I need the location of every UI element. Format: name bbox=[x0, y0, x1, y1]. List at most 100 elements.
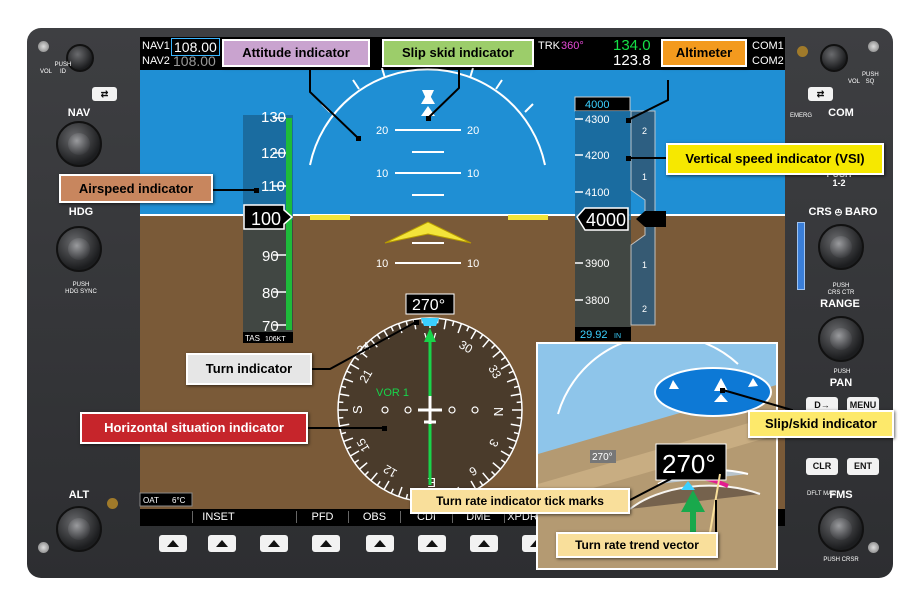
compass-label: S bbox=[350, 405, 365, 414]
compass-tick bbox=[346, 446, 352, 450]
heading-bug-icon bbox=[421, 318, 439, 326]
bank-tick bbox=[524, 103, 534, 113]
screw-icon bbox=[38, 41, 49, 52]
ent-button[interactable]: ENT bbox=[847, 458, 879, 475]
direct-to-button[interactable]: D→ bbox=[806, 397, 838, 414]
aircraft-symbol-icon bbox=[384, 221, 472, 244]
compass-label: 33 bbox=[485, 363, 504, 382]
compass-label: 15 bbox=[354, 436, 373, 455]
vol-label: VOL bbox=[40, 69, 53, 75]
compass-tick bbox=[390, 488, 394, 494]
callout-turn-rate-ticks: Turn rate indicator tick marks bbox=[410, 488, 630, 514]
compass-tick bbox=[513, 431, 520, 435]
callout-turn-rate-trend: Turn rate trend vector bbox=[556, 532, 718, 558]
airspeed-green-arc bbox=[286, 118, 292, 330]
compass-tick bbox=[376, 334, 381, 340]
heading-box bbox=[405, 293, 455, 315]
baro-unit: IN bbox=[614, 333, 621, 340]
softkey-button-7[interactable] bbox=[470, 535, 498, 552]
fms-label: FMS bbox=[829, 489, 853, 501]
compass-tick bbox=[339, 423, 350, 427]
softkey-button-2[interactable] bbox=[208, 535, 236, 552]
softkey-labels: INSET PFD OBS CDI DME XPDR bbox=[140, 509, 540, 526]
compass-tick bbox=[490, 470, 496, 476]
inset-bank-pointer-icon bbox=[714, 378, 728, 391]
com2-label: COM2 bbox=[752, 55, 784, 67]
alt-knob[interactable] bbox=[56, 506, 102, 552]
compass-tick bbox=[500, 459, 506, 464]
pitch-label: 10 bbox=[376, 258, 388, 270]
vsi-scale bbox=[630, 110, 656, 326]
inset-heading-small: 270° bbox=[592, 452, 613, 463]
softkey-button-6[interactable] bbox=[418, 535, 446, 552]
dflt-map-label: DFLT MAP bbox=[807, 491, 837, 497]
inset-heading-large: 270° bbox=[662, 449, 716, 479]
oat-value: 6°C bbox=[172, 496, 186, 505]
baro-slider[interactable] bbox=[797, 222, 805, 290]
pan-label: PAN bbox=[829, 377, 853, 389]
softkey-label-7: DME bbox=[452, 511, 504, 523]
hdg-label: HDG bbox=[68, 206, 94, 218]
softkey-button-4[interactable] bbox=[312, 535, 340, 552]
push-sq-label: PUSH SQ bbox=[862, 72, 879, 85]
compass-tick bbox=[443, 319, 447, 330]
nav2-label: NAV2 bbox=[142, 55, 170, 67]
range-knob[interactable] bbox=[818, 316, 864, 362]
nav1-frequency[interactable]: 108.00 bbox=[171, 38, 220, 56]
push-crs-ctr-label: PUSH CRS CTR bbox=[827, 283, 855, 296]
compass-tick bbox=[397, 323, 403, 334]
softkey-button-3[interactable] bbox=[260, 535, 288, 552]
hdg-sync-label: PUSH HDG SYNC bbox=[65, 282, 97, 295]
compass-tick bbox=[508, 446, 514, 450]
tas-box bbox=[243, 332, 293, 343]
trk-value: 360° bbox=[561, 40, 584, 52]
airspeed-current: 100 bbox=[251, 209, 281, 229]
airspeed-tick: 80 bbox=[262, 285, 279, 302]
altitude-tick: 4200 bbox=[585, 150, 609, 162]
vol-sq-knob[interactable] bbox=[820, 44, 848, 72]
compass-tick bbox=[451, 320, 455, 327]
altitude-tick: 3900 bbox=[585, 258, 609, 270]
compass-label: 12 bbox=[381, 462, 400, 481]
nav-swap-button[interactable]: ⇄ bbox=[92, 87, 117, 101]
compass-tick bbox=[364, 470, 370, 476]
vsi-tick: 1 bbox=[642, 260, 647, 270]
compass-tick bbox=[359, 462, 368, 470]
tas-value: 106KT bbox=[265, 336, 286, 343]
vol-id-knob[interactable] bbox=[66, 44, 94, 72]
compass-tick bbox=[339, 393, 350, 397]
softkey-label-4: PFD bbox=[296, 511, 348, 523]
compass-tick bbox=[354, 356, 360, 361]
inset-heading-large-box bbox=[655, 443, 727, 481]
baro-box bbox=[575, 327, 631, 341]
com-swap-button[interactable]: ⇄ bbox=[808, 87, 833, 101]
compass-tick bbox=[482, 339, 490, 348]
softkey-button-5[interactable] bbox=[366, 535, 394, 552]
softkey-label-8: XPDR bbox=[504, 511, 540, 523]
compass-tick bbox=[370, 472, 378, 481]
pitch-label: 10 bbox=[376, 168, 388, 180]
compass-tick bbox=[482, 472, 490, 481]
tas-label: TAS bbox=[245, 334, 260, 343]
compass-tick bbox=[492, 462, 501, 470]
fms-knob[interactable] bbox=[818, 506, 864, 552]
nav-knob[interactable] bbox=[56, 121, 102, 167]
nav2-frequency: 108.00 bbox=[173, 53, 216, 69]
compass-tick bbox=[506, 377, 517, 383]
emerg-label: EMERG bbox=[790, 113, 813, 119]
bank-arc bbox=[309, 68, 546, 166]
menu-button[interactable]: MENU bbox=[847, 397, 879, 414]
crs-baro-knob[interactable] bbox=[818, 224, 864, 270]
com-label: COM bbox=[828, 107, 854, 119]
course-arrow-icon bbox=[424, 328, 436, 342]
softkey-label-2: INSET bbox=[192, 511, 244, 523]
compass-tick bbox=[457, 323, 463, 334]
compass-tick bbox=[405, 320, 409, 327]
inset-slip-skid-icon bbox=[714, 394, 728, 402]
hdg-knob[interactable] bbox=[56, 226, 102, 272]
clr-button[interactable]: CLR bbox=[806, 458, 838, 475]
horizon-line bbox=[140, 214, 785, 216]
compass-tick bbox=[500, 450, 511, 457]
wing-bar-right bbox=[508, 215, 548, 220]
softkey-button-1[interactable] bbox=[159, 535, 187, 552]
